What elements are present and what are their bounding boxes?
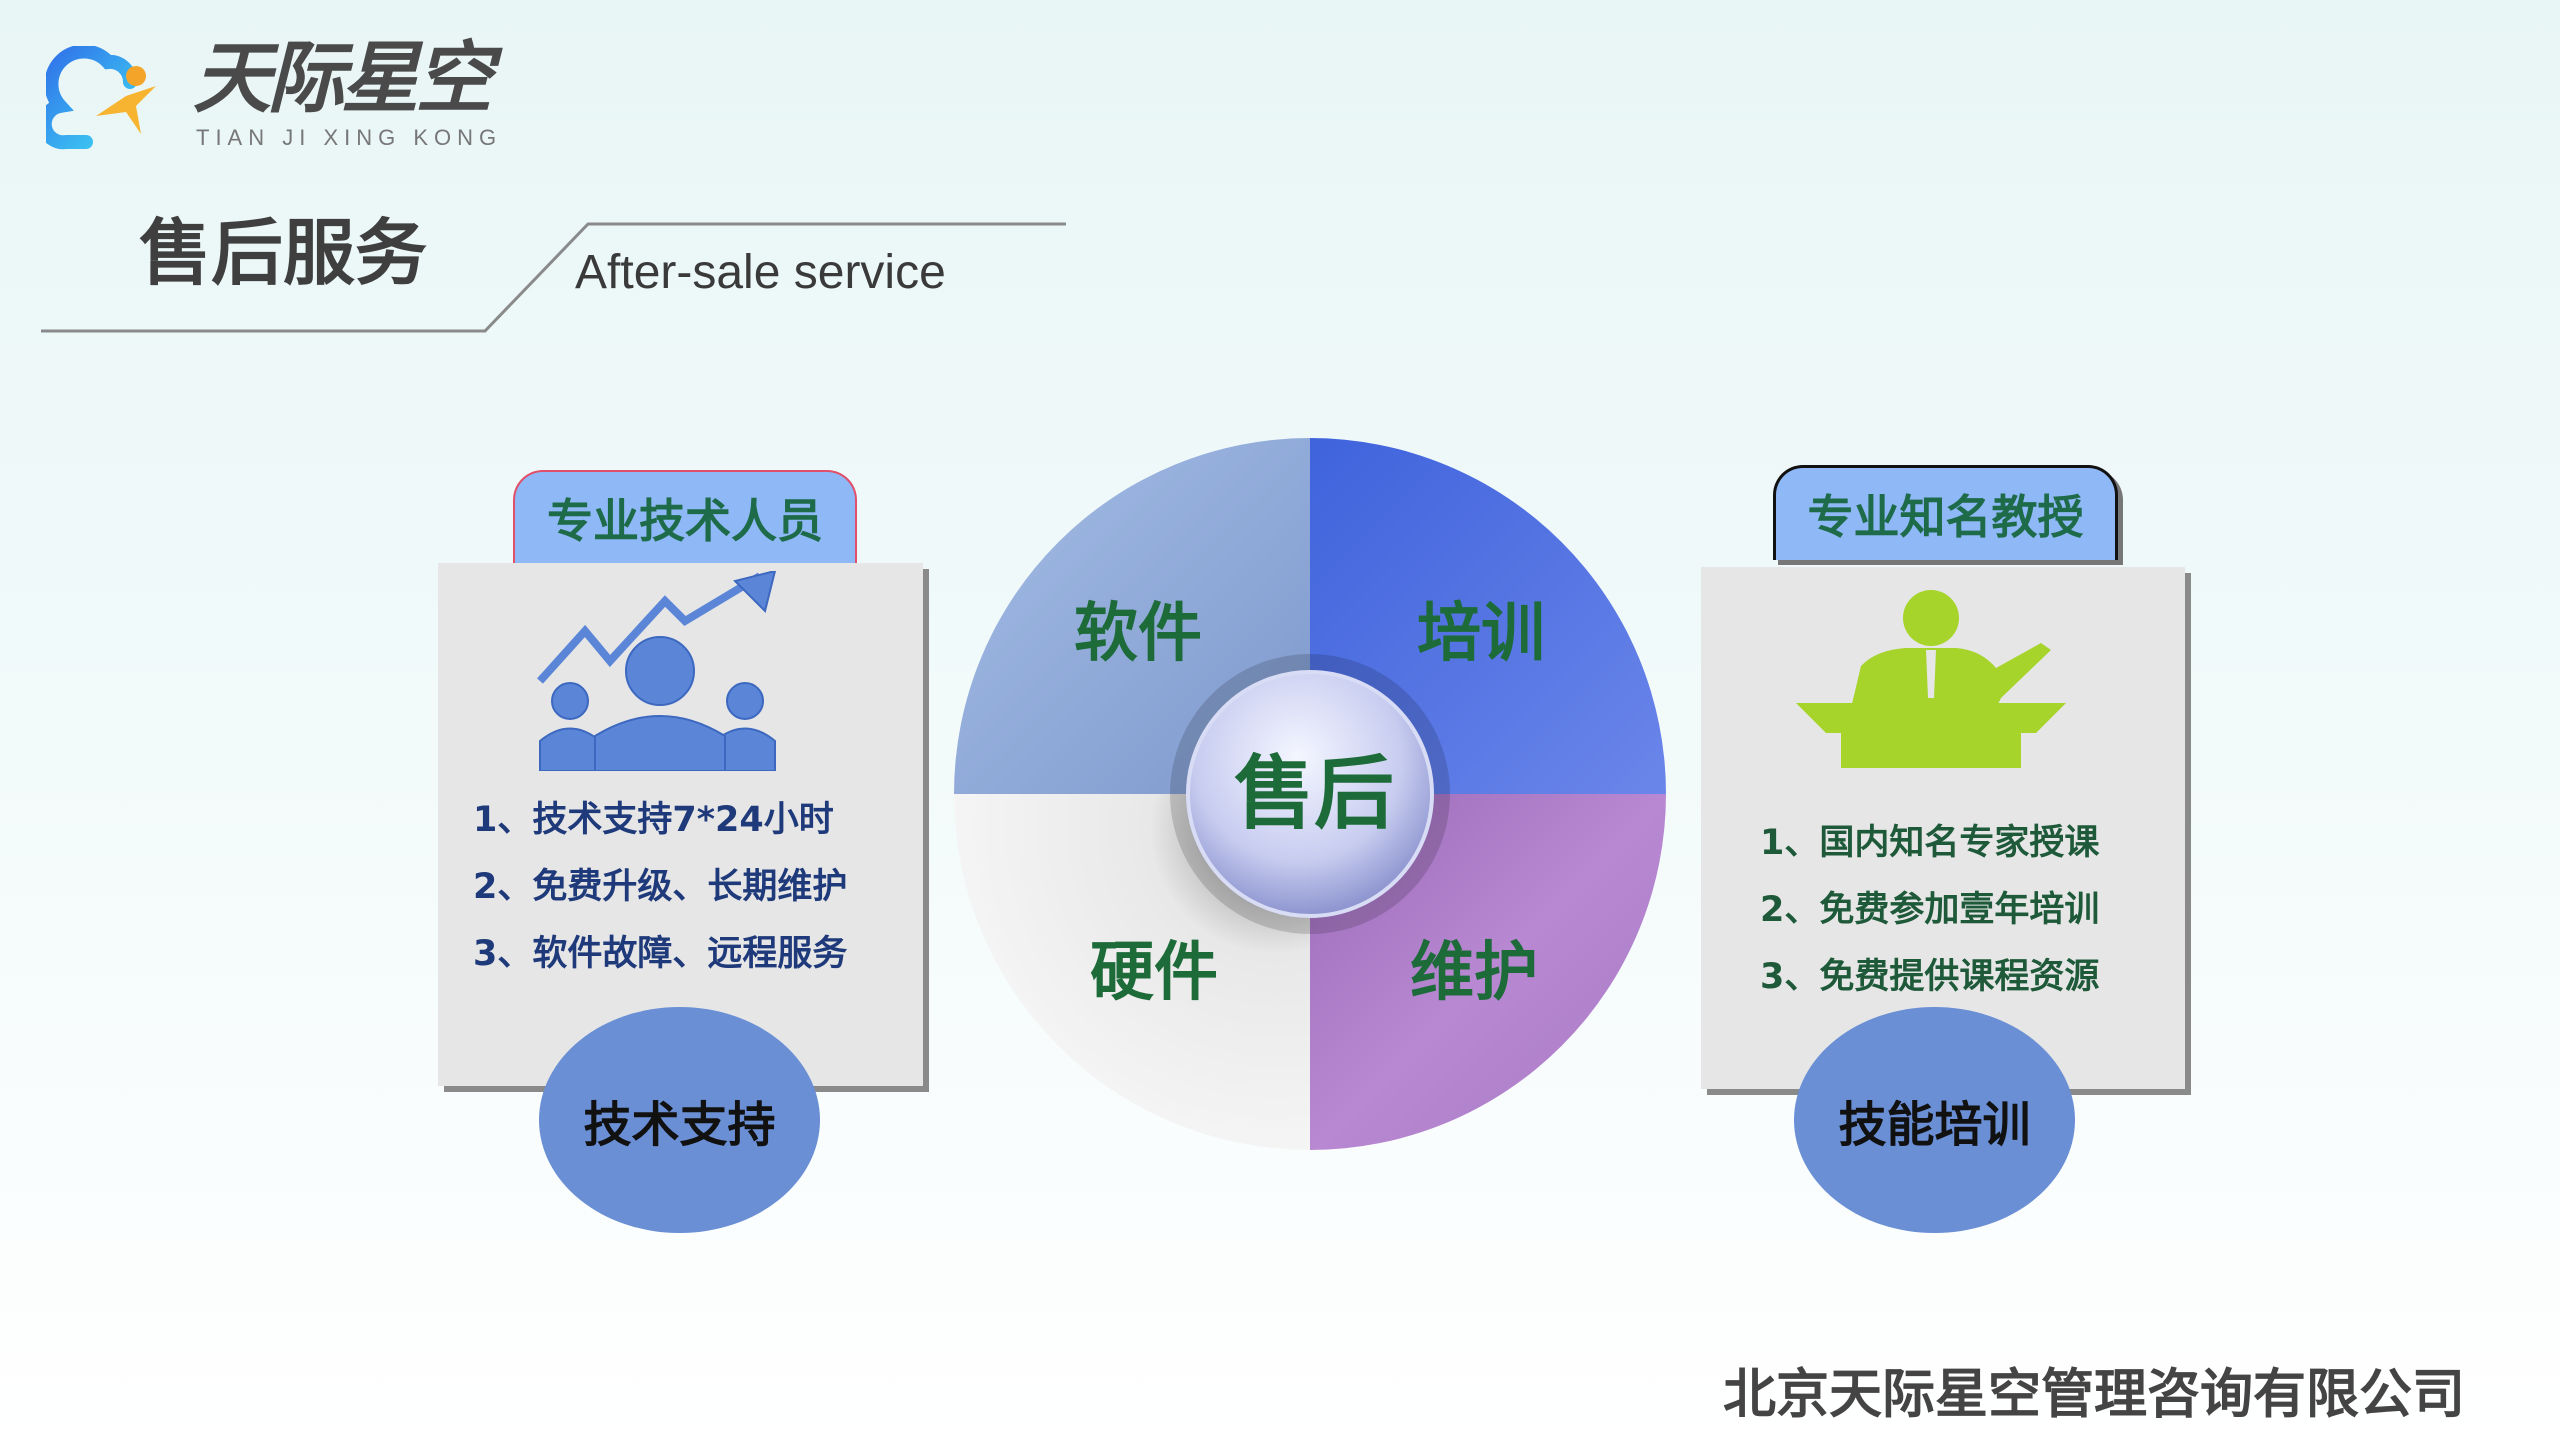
list-item: 1、国内知名专家授课 xyxy=(1760,823,2100,863)
tech-staff-list: 1、技术支持7*24小时 2、免费升级、长期维护 3、软件故障、远程服务 xyxy=(473,799,847,975)
skill-training-badge: 技能培训 xyxy=(1794,1007,2075,1233)
donut-core-label: 售后 xyxy=(1234,747,1394,840)
quadrant-label-hardware: 硬件 xyxy=(1090,935,1218,1010)
tech-support-badge: 技术支持 xyxy=(539,1007,820,1233)
logo-text: 天际星空 xyxy=(193,34,493,124)
lecturer-icon xyxy=(1796,590,2066,768)
quadrant-hardware xyxy=(954,794,1310,1150)
quadrant-label-maintenance: 维护 xyxy=(1410,935,1538,1010)
page-title: 售后服务 xyxy=(139,211,428,295)
quadrant-label-training: 培训 xyxy=(1417,596,1545,671)
quadrant-software xyxy=(954,438,1310,794)
list-item: 2、免费升级、长期维护 xyxy=(473,867,848,907)
title-divider xyxy=(41,222,1066,333)
list-item: 1、技术支持7*24小时 xyxy=(473,800,834,840)
professor-tab: 专业知名教授 xyxy=(1773,465,2118,560)
quadrant-training xyxy=(1310,438,1666,794)
logo-pinyin: TIAN JI XING KONG xyxy=(196,125,503,150)
logo-icon xyxy=(46,46,156,150)
list-item: 3、免费提供课程资源 xyxy=(1760,957,2100,997)
list-item: 2、免费参加壹年培训 xyxy=(1760,890,2100,930)
list-item: 3、软件故障、远程服务 xyxy=(473,934,848,974)
company-name: 北京天际星空管理咨询有限公司 xyxy=(1723,1364,2465,1425)
tech-staff-tab: 专业技术人员 xyxy=(513,470,857,563)
after-sale-donut xyxy=(954,438,1666,1150)
quadrant-label-software: 软件 xyxy=(1074,596,1202,671)
professor-list: 1、国内知名专家授课 2、免费参加壹年培训 3、免费提供课程资源 xyxy=(1760,822,2099,998)
team-growth-icon xyxy=(537,571,777,771)
page-subtitle: After-sale service xyxy=(575,246,946,299)
quadrant-maintenance xyxy=(1310,794,1666,1150)
